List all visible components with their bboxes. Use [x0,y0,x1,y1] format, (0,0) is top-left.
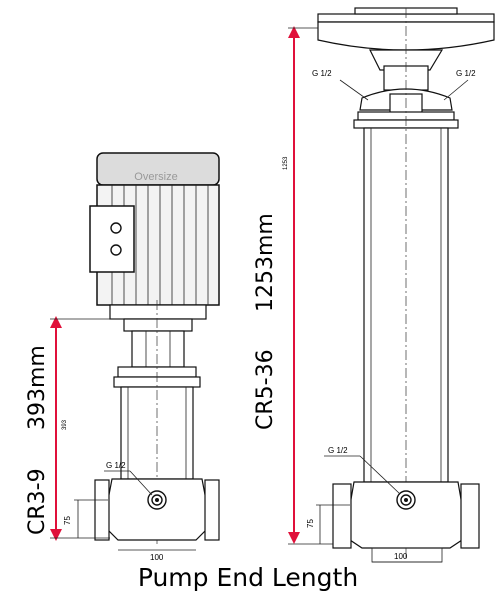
oversize-motor: Oversize [89,152,220,320]
right-base-width: 100 [394,552,408,561]
left-base-width: 100 [150,553,164,562]
right-small-dim: 1253 [283,156,289,170]
left-base-height: 75 [63,516,72,525]
right-port-bottom: G 1/2 [328,446,348,455]
left-model-label: CR3-9 [25,468,50,535]
right-length-label: 1253mm [253,213,278,312]
motor-label: Oversize [134,171,177,183]
left-pump: Oversize G 1/2 393 75 [25,152,220,562]
right-base-height: 75 [306,519,315,528]
left-small-dim: 393 [62,419,68,430]
left-length-label: 393mm [25,345,50,430]
right-model-label: CR5-36 [253,349,278,430]
caption: Pump End Length [137,563,359,592]
right-pump: G 1/2 G 1/2 G 1/2 1253 75 100 CR5-36 125… [253,7,495,563]
left-port-label: G 1/2 [106,461,126,470]
right-port-left: G 1/2 [312,69,332,78]
right-port-right: G 1/2 [456,69,476,78]
